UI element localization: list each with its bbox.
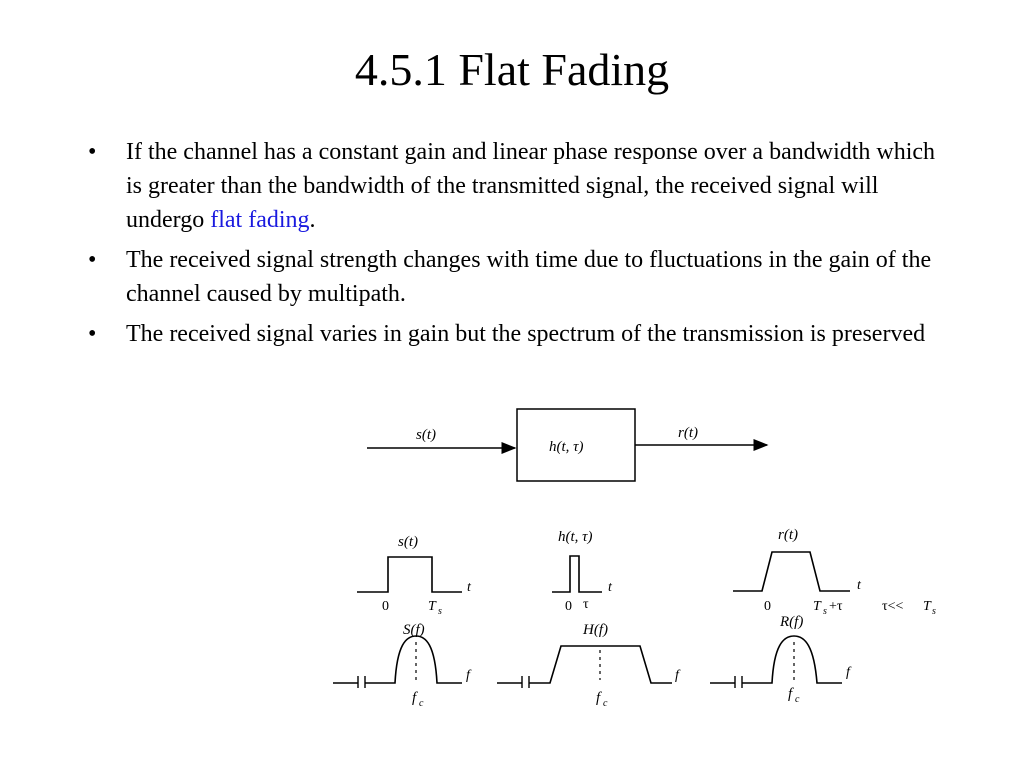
center-label: f <box>412 690 418 706</box>
plot-label: R(f) <box>779 614 803 630</box>
time-plot-h: h(t, τ) t 0 τ <box>552 529 613 614</box>
bullet-item: • The received signal varies in gain but… <box>88 317 948 351</box>
bullet-dot: • <box>88 321 97 347</box>
bullet-text-end: . <box>309 207 316 233</box>
axis-label: t <box>467 580 472 595</box>
freq-plot-H: H(f) f f c <box>497 622 681 709</box>
bullet-item: • If the channel has a constant gain and… <box>88 135 948 237</box>
center-label: f <box>788 686 794 702</box>
time-plot-r: r(t) t 0 T s +τ τ<< T s <box>733 527 936 617</box>
plot-label: H(f) <box>582 622 608 638</box>
center-subscript: c <box>603 698 608 709</box>
plot-label: S(f) <box>403 622 425 638</box>
flat-fading-link[interactable]: flat fading <box>210 207 310 233</box>
bullet-text: The received signal strength changes wit… <box>126 247 932 307</box>
input-label: s(t) <box>416 427 436 443</box>
slide-title: 4.5.1 Flat Fading <box>354 44 670 95</box>
center-label: f <box>596 690 602 706</box>
impulse-waveform <box>552 555 602 593</box>
received-waveform <box>733 551 850 592</box>
bullet-dot: • <box>88 247 97 273</box>
axis-break <box>521 676 530 688</box>
output-label: r(t) <box>678 425 698 441</box>
block-diagram: s(t) h(t, τ) r(t) <box>367 408 769 482</box>
axis-label: f <box>466 668 472 683</box>
axis-break <box>357 676 366 688</box>
condition-T: T <box>923 599 932 614</box>
axis-label: f <box>846 665 852 680</box>
axis-label: t <box>608 580 613 595</box>
freq-plot-S: S(f) f f c <box>333 622 472 709</box>
tick-label: 0 <box>764 599 771 614</box>
center-subscript: c <box>795 694 800 705</box>
plot-label: h(t, τ) <box>558 529 593 545</box>
tick-label: τ <box>583 597 589 612</box>
bullet-item: • The received signal strength changes w… <box>88 243 948 311</box>
tick-label: 0 <box>382 599 389 614</box>
tick-subscript: s <box>438 606 442 617</box>
center-subscript: c <box>419 698 424 709</box>
tick-label: +τ <box>829 599 843 614</box>
block-label: h(t, τ) <box>549 439 584 455</box>
spectrum-curve <box>742 635 842 684</box>
condition-subscript: s <box>932 606 936 617</box>
axis-label: t <box>857 578 862 593</box>
tick-label: T <box>428 599 437 614</box>
freq-plot-R: R(f) f f c <box>710 614 852 705</box>
axis-label: f <box>675 668 681 683</box>
plot-label: s(t) <box>398 534 418 550</box>
tick-label: T <box>813 599 822 614</box>
spectrum-curve <box>365 635 462 684</box>
bullet-text: If the channel has a constant gain and l… <box>126 139 936 233</box>
condition-text: τ<< <box>882 599 904 614</box>
pulse-waveform <box>357 556 462 593</box>
flat-response <box>529 645 672 684</box>
time-plot-s: s(t) t 0 T s <box>357 534 472 617</box>
bullet-dot: • <box>88 139 97 165</box>
bullet-text: The received signal varies in gain but t… <box>126 321 926 347</box>
tick-subscript: s <box>823 606 827 617</box>
tick-label: 0 <box>565 599 572 614</box>
flat-fading-figure: s(t) h(t, τ) r(t) s(t) t 0 T s h(t, τ) t… <box>333 408 936 709</box>
bullet-list: • If the channel has a constant gain and… <box>88 135 948 357</box>
axis-break <box>734 676 743 688</box>
plot-label: r(t) <box>778 527 798 543</box>
